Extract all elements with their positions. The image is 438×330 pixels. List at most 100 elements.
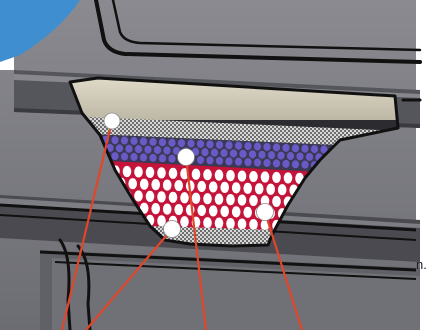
white-bead [157,191,166,202]
white-bead [238,194,247,205]
white-bead [180,216,189,227]
white-bead [226,194,235,205]
blue-particle [201,148,208,156]
blue-particle [301,145,308,153]
white-bead [215,218,224,229]
white-bead [180,192,189,203]
blue-particle [111,152,118,160]
blue-particle [230,149,237,157]
white-bead [249,195,258,206]
blue-particle [287,152,294,160]
blue-particle [206,156,213,164]
blue-particle [254,143,261,151]
blue-particle [211,149,218,157]
blue-particle [140,153,147,161]
white-bead [249,219,258,230]
blue-particle [292,160,299,168]
blue-particle [216,157,223,165]
blue-particle [277,152,284,160]
blue-particle [144,146,151,154]
blue-particle [235,142,242,150]
blue-particle [135,145,142,153]
blue-particle [282,144,289,152]
blue-particle [263,143,270,151]
callout-dot-red-layer [257,204,274,221]
blue-particle [125,145,132,153]
white-bead [209,181,218,192]
white-bead [209,205,218,216]
white-bead [146,167,155,178]
white-bead [278,184,287,195]
blue-particle [244,158,251,166]
white-bead [146,191,155,202]
white-bead [226,170,235,181]
white-bead [261,171,270,182]
white-bead [174,180,183,191]
white-bead [192,193,201,204]
white-bead [140,179,149,190]
blue-particle [130,153,137,161]
blue-particle [149,138,156,146]
white-bead [232,182,241,193]
callout-dot-top-layer [104,113,120,129]
white-bead [169,168,178,179]
blue-particle [154,146,161,154]
blue-particle [282,160,289,168]
white-bead [220,206,229,217]
blue-particle [220,149,227,157]
white-bead [203,169,212,180]
white-bead [284,172,293,183]
blue-particle [273,159,280,167]
blue-particle [168,139,175,147]
white-bead [163,179,172,190]
blue-particle [140,137,147,145]
blue-particle [178,139,185,147]
white-bead [197,181,206,192]
blue-particle [163,146,170,154]
callout-dot-bottom-mesh [164,221,181,238]
white-bead [272,172,281,183]
white-bead [266,184,275,195]
blue-particle [116,144,123,152]
white-bead [157,167,166,178]
white-bead [238,218,247,229]
blue-particle [121,137,128,145]
blue-particle [216,141,223,149]
blue-particle [168,155,175,163]
white-bead [163,203,172,214]
white-bead [192,169,201,180]
white-bead [134,166,143,177]
white-bead [215,194,224,205]
blue-particle [263,159,270,167]
white-bead [272,196,281,207]
white-bead [220,182,229,193]
blue-particle [301,161,308,169]
blue-particle [306,153,313,161]
blue-particle [159,154,166,162]
blue-particle [292,144,299,152]
callout-dot-blue-layer [178,149,195,166]
white-bead [243,183,252,194]
blue-particle [149,154,156,162]
blue-particle [239,150,246,158]
blue-particle [130,137,137,145]
blue-particle [121,153,128,161]
white-bead [203,217,212,228]
blue-particle [249,150,256,158]
white-bead [249,171,258,182]
white-bead [123,166,132,177]
blue-particle [254,159,261,167]
blue-particle [206,140,213,148]
white-bead [243,207,252,218]
white-bead [174,204,183,215]
blue-particle [235,158,242,166]
white-bead [232,206,241,217]
blue-particle [273,143,280,151]
blue-particle [187,140,194,148]
blue-particle [258,151,265,159]
white-bead [215,170,224,181]
white-bead [151,203,160,214]
blue-particle [225,157,232,165]
white-bead [128,178,137,189]
